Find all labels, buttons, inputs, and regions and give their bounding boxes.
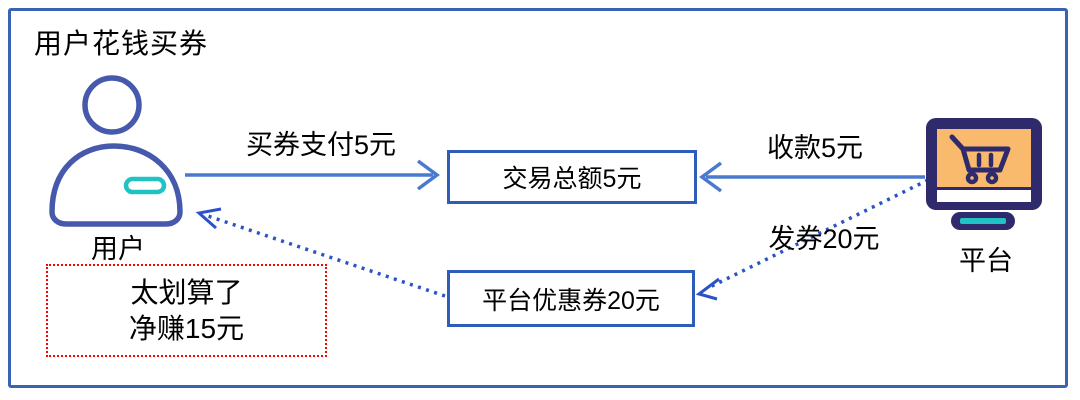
diagram-title: 用户花钱买券 xyxy=(34,28,209,59)
thought-line-2: 净赚15元 xyxy=(128,312,245,344)
platform-coupon-label: 平台优惠券20元 xyxy=(482,286,660,315)
issue-coupon-arrow-label: 发券20元 xyxy=(768,224,880,254)
transaction-total-box: 交易总额5元 xyxy=(447,150,697,204)
coupon-deliver-arrow-dotted xyxy=(195,207,446,298)
shopping-cart-icon xyxy=(949,134,1011,185)
payment-arrow xyxy=(185,159,440,191)
platform-coupon-box: 平台优惠券20元 xyxy=(447,270,695,327)
user-thought-box: 太划算了 净赚15元 xyxy=(46,264,327,357)
payment-arrow-label: 买券支付5元 xyxy=(245,130,397,160)
transaction-total-label: 交易总额5元 xyxy=(502,165,642,193)
user-badge-icon xyxy=(123,176,167,195)
receive-arrow xyxy=(699,161,925,193)
platform-label: 平台 xyxy=(959,246,1013,276)
user-icon xyxy=(49,75,183,227)
receive-arrow-label: 收款5元 xyxy=(766,133,864,163)
user-label: 用户 xyxy=(91,234,145,264)
monitor-stand-teal-bar xyxy=(960,218,1006,224)
monitor-bezel-strip xyxy=(937,190,1031,202)
coupon-issue-arrow-dotted xyxy=(695,178,929,301)
platform-icon xyxy=(926,118,1042,230)
thought-line-1: 太划算了 xyxy=(130,276,243,308)
diagram-frame xyxy=(8,8,1068,388)
